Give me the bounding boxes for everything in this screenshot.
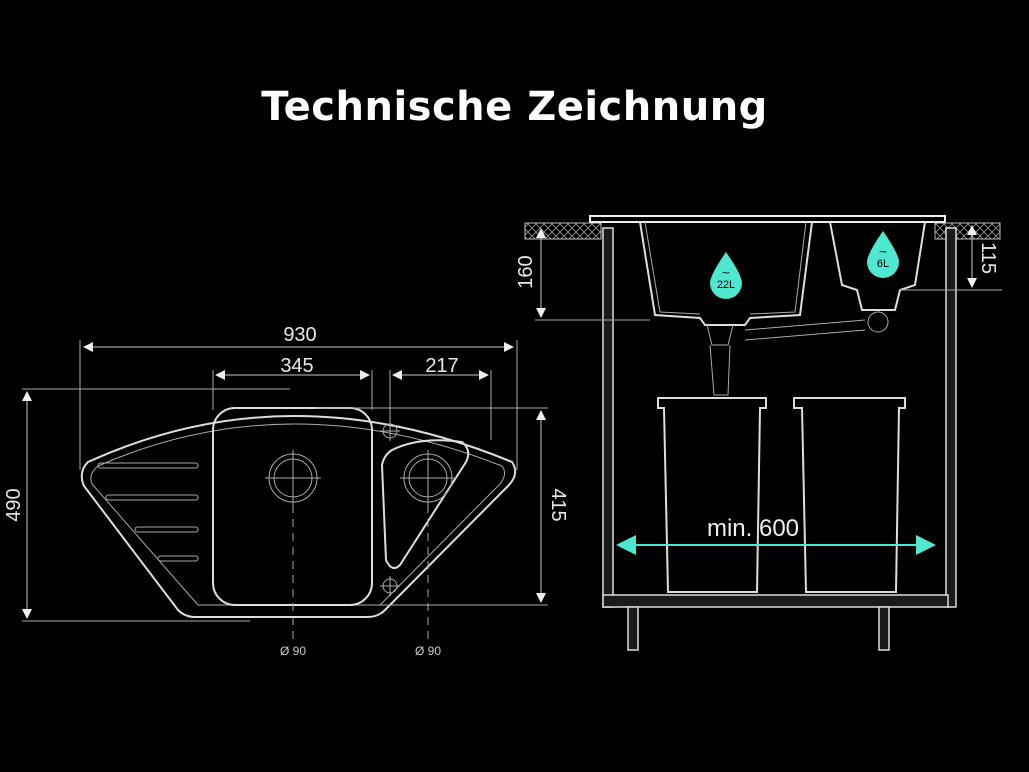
svg-text:~: ~: [878, 245, 887, 258]
cabinet-bottom: [602, 594, 949, 608]
water-drop-icon: [867, 231, 899, 278]
drain-pipe: [706, 319, 866, 396]
cabinet-side-left: [602, 227, 614, 608]
waste-bin: [793, 397, 906, 593]
small-bowl: [380, 439, 470, 570]
tap-hole-icon: [380, 576, 400, 596]
cabinet-side-right: [945, 227, 957, 608]
sink-rim: [589, 215, 946, 223]
svg-text:~: ~: [721, 266, 730, 279]
dim-160-label: 160: [515, 255, 537, 288]
drain-small-icon: [400, 450, 456, 640]
volume-small-label: 6L: [877, 258, 889, 270]
sink-outline: [80, 415, 517, 618]
drain-large-icon: [265, 450, 321, 640]
sink-inner-rim: [90, 423, 506, 606]
water-drop-icon: [710, 252, 742, 299]
dim-345-label: 345: [280, 355, 313, 377]
page-title: Technische Zeichnung: [261, 84, 768, 130]
leg: [878, 606, 890, 651]
large-bowl-section: [639, 221, 813, 326]
volume-large-label: 22L: [717, 279, 735, 291]
countertop-right: [934, 222, 1001, 240]
drain-large-label: Ø 90: [280, 644, 306, 658]
side-view: 22L ~ 6L ~ 160 115 min. 600: [515, 215, 1002, 651]
countertop-left: [524, 222, 602, 240]
drainer-grooves: [97, 462, 199, 562]
top-view: 930 345 217 490 415 Ø 90 Ø 90: [3, 324, 569, 658]
dim-930-label: 930: [283, 324, 316, 346]
dim-217-label: 217: [425, 355, 458, 377]
dim-490-label: 490: [3, 488, 25, 521]
dim-115-label: 115: [977, 242, 999, 274]
small-bowl-section: [829, 221, 926, 311]
cabinet-min-label: min. 600: [707, 515, 799, 542]
leg: [627, 606, 639, 651]
dim-415-label: 415: [547, 488, 569, 521]
waste-bin: [657, 397, 767, 593]
drain-small-label: Ø 90: [415, 644, 441, 658]
